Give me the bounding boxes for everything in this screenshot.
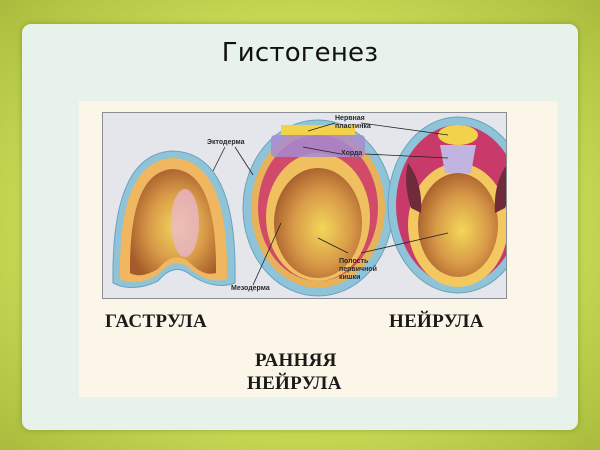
label-gut-2: первичной bbox=[339, 266, 377, 273]
caption-early-neurula-2: НЕЙРУЛА bbox=[247, 373, 342, 394]
caption-early-neurula-1: РАННЯЯ bbox=[255, 350, 337, 371]
gastrula-drawing bbox=[112, 150, 236, 288]
label-gut-3: кишки bbox=[339, 274, 361, 281]
label-mesoderm: Мезодерма bbox=[231, 285, 270, 292]
label-gut-1: Полость bbox=[339, 258, 369, 265]
early-neurula-drawing bbox=[242, 119, 394, 297]
slide-title: Гистогенез bbox=[221, 38, 379, 68]
embryo-diagram: Эктодерма Нервная пластинка Хорда Мезоде… bbox=[102, 112, 507, 299]
label-notochord: Хорда bbox=[341, 150, 363, 157]
label-neural-plate-1: Нервная bbox=[335, 115, 365, 122]
label-neural-plate-2: пластинка bbox=[335, 123, 371, 130]
label-ectoderm: Эктодерма bbox=[207, 139, 245, 146]
caption-neurula: НЕЙРУЛА bbox=[389, 311, 484, 332]
neurula-drawing bbox=[387, 116, 506, 294]
leader-lines bbox=[212, 122, 449, 286]
caption-gastrula: ГАСТРУЛА bbox=[105, 311, 208, 332]
embryo-figure: Эктодерма Нервная пластинка Хорда Мезоде… bbox=[79, 101, 557, 397]
embryo-illustration bbox=[112, 116, 506, 297]
